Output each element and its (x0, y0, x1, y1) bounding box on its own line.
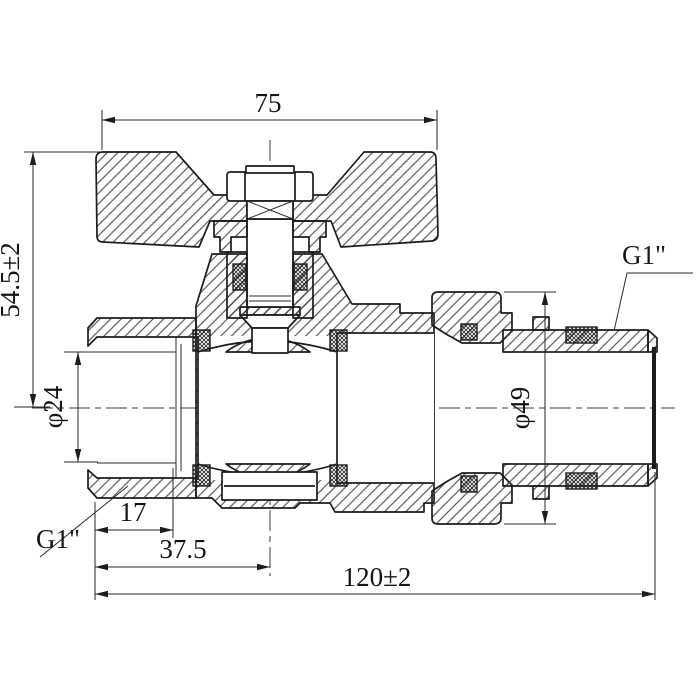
dim-overall-length: 120±2 (343, 562, 412, 592)
stem-assembly (213, 218, 327, 354)
valve-stem (246, 218, 294, 308)
thread-seal (565, 326, 598, 344)
stem-tang (251, 327, 289, 354)
thread-seal (565, 472, 598, 490)
dim-handle-width: 75 (255, 88, 282, 118)
inlet-thread-leader (39, 485, 129, 558)
stop-collar (532, 316, 550, 331)
stem-seal (232, 263, 247, 291)
stem-seal (293, 263, 308, 291)
union-gasket (460, 323, 478, 341)
dim-height: 54.5±2 (0, 242, 25, 318)
inlet-top-wall (87, 317, 197, 347)
gland-nut-right (292, 220, 327, 253)
union-gasket (460, 475, 478, 493)
dim-inlet-to-center: 37.5 (159, 534, 206, 564)
end-chamfer (647, 329, 658, 353)
union-nut (431, 291, 513, 525)
inlet-bottom-wall (87, 469, 197, 499)
stem-washer (245, 165, 295, 174)
seat-seal (329, 329, 348, 352)
pipe-end-face (652, 347, 656, 469)
dim-thread-length: 17 (120, 497, 147, 527)
seat-seal (192, 464, 211, 487)
dimensions: 75 54.5±2 φ24 φ49 17 37.5 120±2 G1" (0, 88, 666, 598)
inlet-thread-label: G1" (36, 524, 80, 554)
seat-seal (192, 329, 211, 352)
stop-collar (532, 485, 550, 500)
butterfly-handle (95, 151, 439, 248)
leader-lines (39, 272, 693, 558)
gland-nut-left (213, 220, 248, 253)
outlet-thread-label: G1" (622, 240, 666, 270)
hex-nut (226, 171, 314, 202)
seat-seal (329, 464, 348, 487)
outlet-thread-leader (613, 272, 693, 332)
ball-chamber (198, 336, 337, 480)
dim-inlet-bore: φ24 (38, 385, 68, 428)
left-female-port (87, 317, 197, 499)
union-nut-bottom (431, 472, 513, 525)
union-nut-top (431, 291, 513, 344)
end-chamfer (647, 463, 658, 487)
outlet-bore (337, 333, 434, 483)
stem-flange (239, 306, 301, 316)
tailpiece (502, 316, 658, 500)
dim-union-od: φ49 (505, 387, 535, 430)
